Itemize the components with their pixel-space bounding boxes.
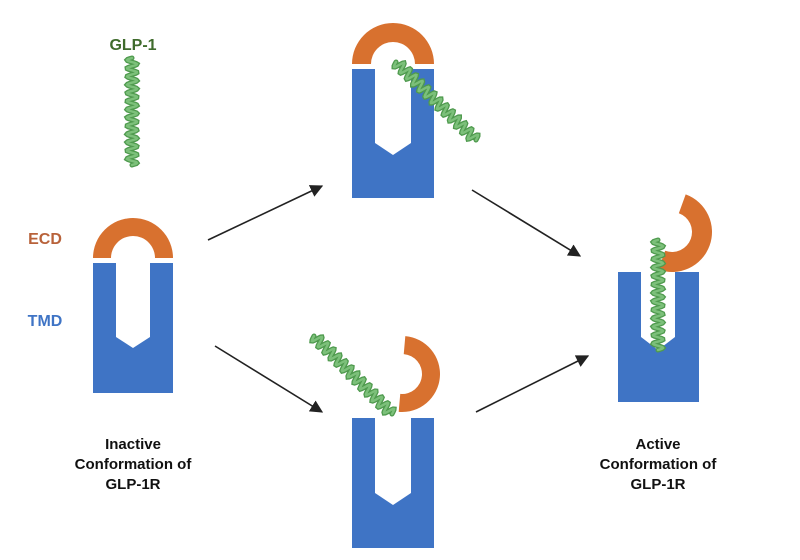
tmd-label: TMD — [28, 313, 63, 330]
inactive-ecd — [93, 218, 173, 258]
svg-text:GLP-1R: GLP-1R — [105, 476, 160, 493]
arrow-icon — [207, 185, 324, 241]
top-tmd — [352, 69, 434, 198]
arrow-icon — [471, 189, 582, 257]
peptide-helix-highlight — [125, 56, 139, 167]
free-glp1-peptide — [123, 55, 141, 168]
active-tmd — [618, 272, 699, 402]
inactive-receptor — [93, 218, 173, 393]
inactive-tmd — [93, 263, 173, 393]
active-bound-peptide — [649, 237, 667, 353]
svg-text:Conformation of: Conformation of — [600, 456, 718, 473]
svg-text:GLP-1R: GLP-1R — [630, 476, 685, 493]
active-caption: Active Conformation of GLP-1R — [600, 436, 718, 493]
ecd-label: ECD — [28, 231, 62, 248]
intermediate-receptor-top — [352, 23, 481, 198]
top-bound-peptide — [391, 59, 481, 143]
bottom-tilted-ecd — [398, 336, 440, 412]
svg-text:Inactive: Inactive — [105, 436, 161, 453]
inactive-caption: Inactive Conformation of GLP-1R — [75, 436, 193, 493]
bottom-bound-peptide — [309, 333, 397, 417]
peptide-helix-highlight — [392, 60, 480, 142]
active-tilted-ecd — [658, 194, 712, 272]
bottom-tmd — [352, 418, 434, 548]
arrow-icon — [214, 345, 324, 413]
peptide-helix-highlight — [310, 334, 396, 416]
arrow-icon — [475, 355, 590, 413]
intermediate-receptor-bottom — [309, 333, 440, 548]
active-receptor — [618, 194, 712, 402]
peptide-helix-highlight — [651, 238, 665, 352]
top-ecd — [352, 23, 434, 64]
glp1-label: GLP-1 — [109, 37, 156, 54]
svg-text:Conformation of: Conformation of — [75, 456, 193, 473]
svg-text:Active: Active — [635, 436, 680, 453]
